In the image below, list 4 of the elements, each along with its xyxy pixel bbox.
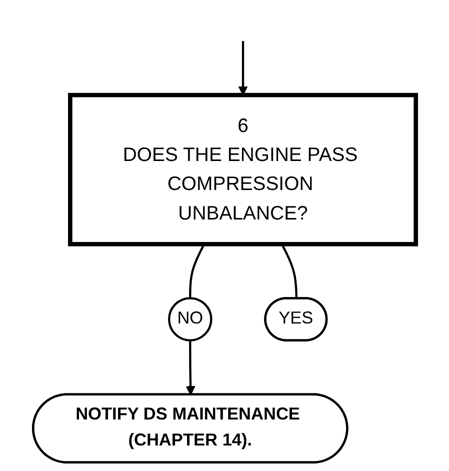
arrow bbox=[186, 340, 196, 396]
node-box: 6 DOES THE ENGINE PASS COMPRESSION UNBALANCE? bbox=[68, 92, 418, 246]
node-circle: NO bbox=[168, 297, 212, 342]
arrow bbox=[238, 41, 248, 96]
